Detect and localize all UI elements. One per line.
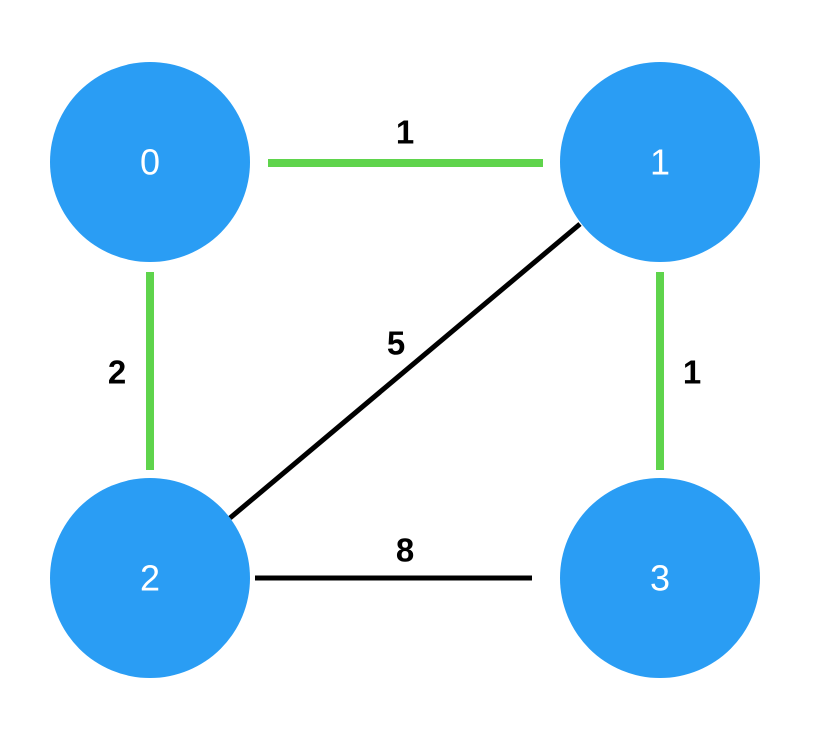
node-label-1: 1 bbox=[650, 142, 670, 183]
edge-weight-label-1-3: 1 bbox=[683, 354, 701, 391]
node-circle-1[interactable] bbox=[560, 62, 760, 262]
edge-weight-label-0-1: 1 bbox=[396, 114, 414, 151]
node-label-2: 2 bbox=[140, 558, 160, 599]
graph-node-2[interactable]: 2 bbox=[50, 478, 250, 678]
edge-weight-label-0-2: 2 bbox=[108, 354, 126, 391]
graph-node-3[interactable]: 3 bbox=[560, 478, 760, 678]
node-label-0: 0 bbox=[140, 142, 160, 183]
node-circle-3[interactable] bbox=[560, 478, 760, 678]
edges-layer bbox=[146, 159, 664, 581]
graph-node-0[interactable]: 0 bbox=[50, 62, 250, 262]
edge-weight-label-1-2: 5 bbox=[387, 325, 405, 362]
edge-weight-label-2-3: 8 bbox=[396, 532, 414, 569]
node-circle-2[interactable] bbox=[50, 478, 250, 678]
graph-edge-1-2[interactable] bbox=[228, 222, 582, 520]
node-circle-0[interactable] bbox=[50, 62, 250, 262]
node-label-3: 3 bbox=[650, 558, 670, 599]
graph-node-1[interactable]: 1 bbox=[560, 62, 760, 262]
edge-labels-layer: 1 2 1 5 8 bbox=[108, 114, 701, 569]
nodes-layer: 0 1 2 3 bbox=[50, 62, 760, 678]
